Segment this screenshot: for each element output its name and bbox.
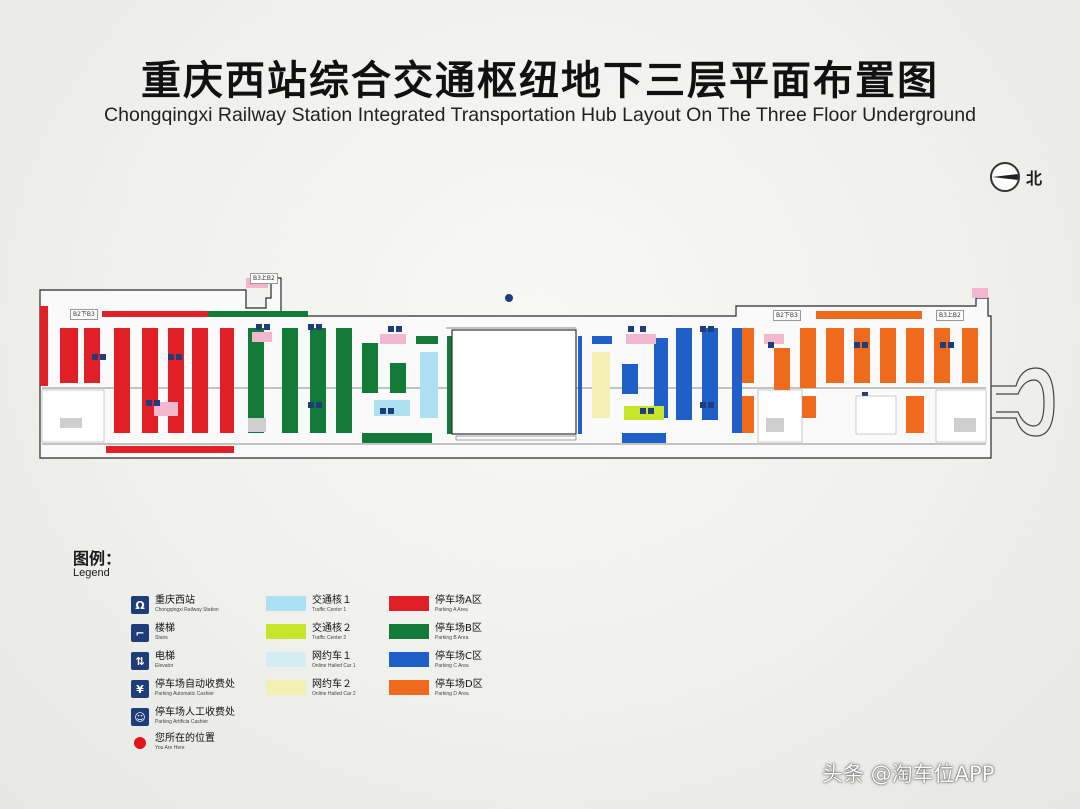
page-subtitle: Chongqingxi Railway Station Integrated T…: [104, 104, 976, 126]
legend-pd-en: Parking D Area: [435, 691, 469, 697]
parking-d-swatch: [389, 680, 429, 695]
legend-pb-cn: 停车场B区: [435, 623, 482, 634]
legend-auto-cashier-en: Parking Automatic Cashier: [155, 691, 214, 697]
legend-pa-cn: 停车场A区: [435, 595, 482, 606]
legend-tc2-en: Traffic Center 2: [312, 635, 347, 641]
traffic-center-1-swatch: [266, 596, 306, 611]
legend-pc-en: Parking C Area: [435, 663, 469, 669]
online-car-2: [592, 352, 610, 418]
elevator-icon: ⇅: [131, 652, 149, 670]
north-arrow-icon: [990, 162, 1020, 192]
legend-title-en: Legend: [73, 567, 110, 579]
legend-tc1-cn: 交通核１: [312, 595, 352, 606]
legend-title: 图例：: [73, 549, 122, 568]
north-indicator: 北: [990, 162, 1042, 192]
parking-c-swatch: [389, 652, 429, 667]
legend-you-are-here-en: You Are Here: [155, 745, 185, 751]
railway-station-icon: Ω: [131, 596, 149, 614]
legend-pd-cn: 停车场D区: [435, 679, 483, 690]
label-b2-down-b3-right: B2下B3: [773, 310, 801, 321]
legend-manual-cashier-en: Parking Artificia Cashier: [155, 719, 209, 725]
legend-tc1-en: Traffic Center 1: [312, 607, 347, 613]
watermark: 头条 @淘车位APP: [822, 762, 995, 786]
central-hall: [451, 329, 577, 441]
legend-oc2-cn: 网约车２: [312, 679, 352, 690]
parking-c-area: [578, 328, 742, 443]
bay-blocks: [41, 389, 987, 443]
parking-d-area: [742, 311, 978, 433]
label-b3-up-b2: B3上B2: [250, 273, 278, 284]
traffic-center-2-swatch: [266, 624, 306, 639]
legend-you-are-here-cn: 您所在的位置: [155, 733, 215, 744]
label-b3-up-b2-right: B3上B2: [936, 310, 964, 321]
legend-stairs-cn: 楼梯: [155, 623, 175, 634]
legend-oc1-cn: 网约车１: [312, 651, 352, 662]
bay-grids: [60, 418, 976, 432]
legend-station-cn: 重庆西站: [155, 595, 195, 606]
legend-elevator-cn: 电梯: [155, 651, 175, 662]
legend-pa-en: Parking A Area: [435, 607, 468, 613]
legend-pb-en: Parking B Area: [435, 635, 469, 641]
legend-station-en: Chongqingxi Railway Station: [155, 607, 219, 613]
label-b2-down-b3-left: B2下B3: [70, 309, 98, 320]
legend-oc2-en: Online Hailed Car 2: [312, 691, 356, 697]
legend-tc2-cn: 交通核２: [312, 623, 352, 634]
page-title: 重庆西站综合交通枢纽地下三层平面布置图: [141, 58, 939, 104]
legend-oc1-en: Online Hailed Car 1: [312, 663, 356, 669]
exit-ramp: [991, 367, 1055, 437]
parking-b-swatch: [389, 624, 429, 639]
online-car-1-swatch: [266, 652, 306, 667]
legend-stairs-en: Stairs: [155, 635, 168, 641]
you-are-here-icon: [134, 737, 146, 749]
legend-elevator-en: Elevator: [155, 663, 174, 669]
stairs-icon: ⌐: [131, 624, 149, 642]
online-car-2-swatch: [266, 680, 306, 695]
legend-auto-cashier-cn: 停车场自动收费处: [155, 679, 235, 690]
parking-a-swatch: [389, 596, 429, 611]
legend-pc-cn: 停车场C区: [435, 651, 482, 662]
floor-plan: [39, 277, 1055, 459]
auto-cashier-icon: ¥: [131, 680, 149, 698]
north-label: 北: [1026, 169, 1043, 188]
manual-cashier-icon: ☺: [131, 708, 149, 726]
stair-icons: [92, 294, 954, 414]
legend-manual-cashier-cn: 停车场人工收费处: [155, 707, 235, 718]
